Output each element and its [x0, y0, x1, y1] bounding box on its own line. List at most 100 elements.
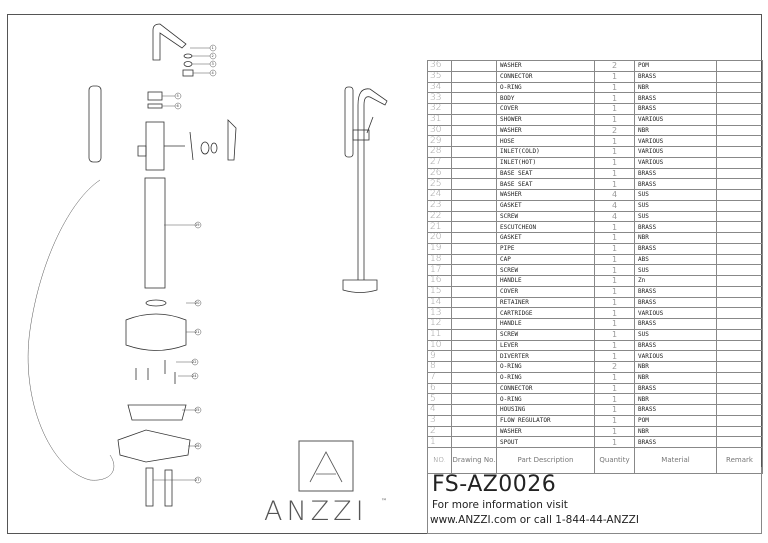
part-material: BRASS	[634, 167, 717, 180]
part-description: WASHER	[496, 60, 595, 72]
part-number: 11	[427, 328, 452, 341]
title-block	[427, 467, 762, 534]
header-part-description: Part Description	[496, 447, 595, 474]
part-number: 26	[427, 167, 452, 180]
remark-cell	[716, 361, 763, 373]
part-quantity: 1	[594, 242, 635, 255]
part-material: SUS	[634, 189, 717, 201]
remark-cell	[716, 242, 763, 255]
part-material: VARIOUS	[634, 307, 717, 319]
part-material: ABS	[634, 253, 717, 266]
remark-cell	[716, 60, 763, 72]
part-material: Zn	[634, 275, 717, 287]
svg-text:3: 3	[212, 62, 214, 66]
drawing-no-cell	[451, 339, 497, 352]
hose-part	[27, 179, 115, 481]
remark-cell	[716, 414, 763, 427]
drawing-no-cell	[451, 60, 497, 72]
part-description: HANDLE	[496, 318, 595, 330]
part-number: 20	[427, 232, 452, 244]
remark-cell	[716, 275, 763, 287]
remark-cell	[716, 318, 763, 330]
part-quantity: 1	[594, 404, 635, 416]
part-quantity: 1	[594, 70, 635, 83]
part-quantity: 1	[594, 371, 635, 384]
part-number: 27	[427, 156, 452, 169]
remark-cell	[716, 103, 763, 115]
part-number: 36	[427, 60, 452, 72]
remark-cell	[716, 189, 763, 201]
part-material: SUS	[634, 199, 717, 212]
svg-text:27: 27	[195, 478, 199, 482]
part-description: SCREW	[496, 210, 595, 223]
remark-cell	[716, 339, 763, 352]
remark-cell	[716, 264, 763, 276]
part-number: 4	[427, 404, 452, 416]
part-description: COVER	[496, 103, 595, 115]
part-description: O-RING	[496, 81, 595, 94]
assembled-faucet-illustration	[342, 86, 388, 293]
part-quantity: 1	[594, 113, 635, 126]
model-number: FS-AZ0026	[432, 472, 557, 497]
part-description: WASHER	[496, 425, 595, 438]
drawing-no-cell	[451, 318, 497, 330]
drawing-no-cell	[451, 156, 497, 169]
part-number: 5	[427, 393, 452, 405]
part-number: 33	[427, 92, 452, 104]
part-quantity: 1	[594, 167, 635, 180]
part-quantity: 1	[594, 264, 635, 276]
part-description: CARTRIDGE	[496, 307, 595, 319]
part-number: 29	[427, 135, 452, 147]
svg-text:2: 2	[212, 54, 214, 58]
part-quantity: 1	[594, 436, 635, 448]
body-part	[145, 121, 165, 171]
drawing-no-cell	[451, 382, 497, 395]
drawing-no-cell	[451, 167, 497, 180]
drawing-no-cell	[451, 436, 497, 448]
remark-cell	[716, 425, 763, 438]
part-quantity: 1	[594, 275, 635, 287]
drawing-no-cell	[451, 264, 497, 276]
part-number: 12	[427, 318, 452, 330]
exploded-parts-diagram: 1 2 3 4 5 6 19 20 21 22 24 25 26 27	[27, 23, 237, 507]
svg-text:4: 4	[212, 71, 215, 75]
part-number: 30	[427, 124, 452, 137]
part-quantity: 1	[594, 393, 635, 405]
part-number: 15	[427, 285, 452, 298]
base-seat-part	[127, 404, 187, 421]
drawing-no-cell	[451, 81, 497, 94]
part-material: BRASS	[634, 404, 717, 416]
drawing-no-cell	[451, 328, 497, 341]
drawing-no-cell	[451, 146, 497, 158]
part-material: NBR	[634, 425, 717, 438]
part-quantity: 1	[594, 178, 635, 190]
brand-wordmark: ANZZI	[264, 496, 368, 527]
part-quantity: 1	[594, 328, 635, 341]
part-number: 16	[427, 275, 452, 287]
part-description: CONNECTOR	[496, 382, 595, 395]
part-description: HANDLE	[496, 275, 595, 287]
part-material: SUS	[634, 264, 717, 276]
svg-text:5: 5	[177, 94, 179, 98]
part-description: SHOWER	[496, 113, 595, 126]
part-quantity: 1	[594, 350, 635, 362]
part-quantity: 1	[594, 253, 635, 266]
remark-cell	[716, 436, 763, 448]
remark-cell	[716, 92, 763, 104]
flow-regulator-part	[183, 61, 193, 67]
drawing-no-cell	[451, 221, 497, 233]
header-no: NO.	[427, 447, 452, 474]
part-number: 24	[427, 189, 452, 201]
